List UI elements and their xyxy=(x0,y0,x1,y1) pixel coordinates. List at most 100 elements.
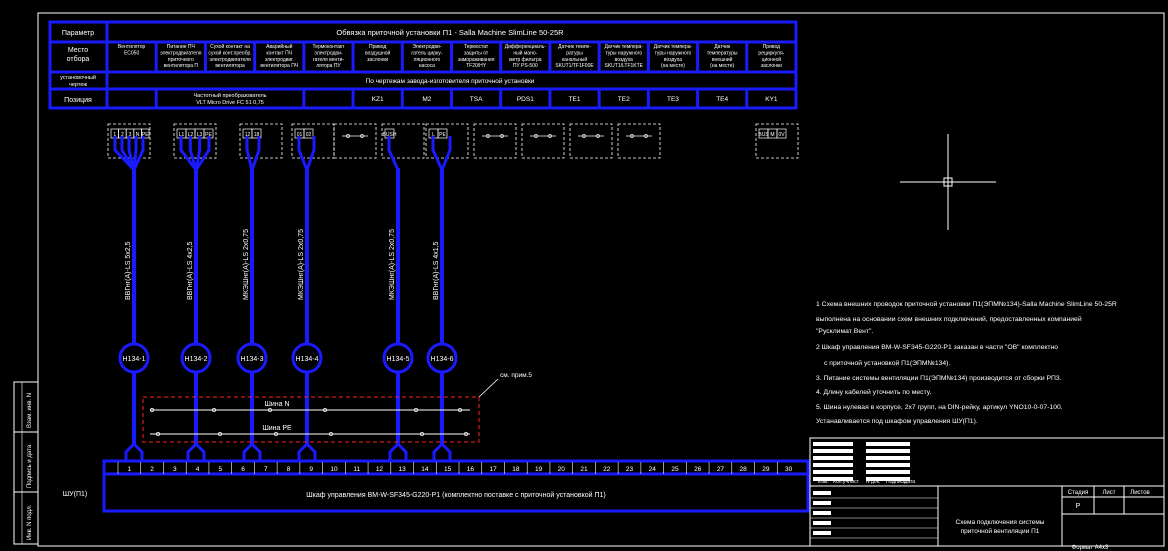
header-col-desc: Сухой контакт на xyxy=(210,43,250,50)
cable-tag: H134-1 xyxy=(123,356,146,363)
header-col-desc: Привод xyxy=(369,44,386,50)
terminal-number: 29 xyxy=(762,466,770,473)
header-col-desc: Датчик темпе- xyxy=(558,44,591,50)
terminal-number: 6 xyxy=(241,466,245,473)
terminal-number: 9 xyxy=(309,466,313,473)
format-label: Формат А4х3 xyxy=(1072,545,1109,551)
terminal-block xyxy=(107,123,151,159)
header-position-label: Позиция xyxy=(64,97,92,104)
terminal-number: 28 xyxy=(740,466,748,473)
stamp-field xyxy=(813,456,853,460)
header-position-value: TE1 xyxy=(569,96,581,103)
bus-n-label: Шина N xyxy=(264,401,289,408)
left-stamp-text-3: Взам. инв. N xyxy=(27,393,33,428)
terminal-block xyxy=(521,123,565,159)
terminal-label: PE xyxy=(205,132,212,138)
cable-wire xyxy=(179,136,198,171)
terminal-label: PE xyxy=(142,132,149,138)
header-col-desc: защиты от xyxy=(464,50,489,56)
terminal-number: 20 xyxy=(558,466,566,473)
header-col-desc: туры наружного xyxy=(655,50,692,56)
stamp-header: Кол.уч. xyxy=(833,479,849,485)
terminal-block xyxy=(173,123,217,159)
stamp-header: Подпись xyxy=(886,479,906,485)
header-col-desc: канальный xyxy=(562,56,587,63)
header-col-desc: температуры xyxy=(707,50,738,56)
stamp-field xyxy=(866,456,910,460)
terminal-number: 13 xyxy=(399,466,407,473)
panel-box xyxy=(102,472,810,513)
terminal-number: 17 xyxy=(489,466,497,473)
header-install-label-1: установочный xyxy=(60,74,96,81)
header-col-desc: ПУ PS-500 xyxy=(513,63,538,69)
note-line: 3. Питание системы вентиляции П1(ЭПМ№134… xyxy=(816,374,1062,382)
terminal-number: 16 xyxy=(467,466,475,473)
header-col-desc: контакт ПЧ xyxy=(266,50,292,56)
terminal-label: L2 xyxy=(188,132,194,138)
header-col-desc: ный мано- xyxy=(513,49,537,56)
terminal-block xyxy=(291,123,335,159)
terminal-label: N xyxy=(136,132,140,138)
cable-spec: МКЭШнг(А)-LS 2х0,75 xyxy=(389,229,396,300)
header-install-label-2: чертеж xyxy=(69,82,87,88)
header-col-desc: Питание ПЧ xyxy=(167,44,195,50)
terminal-label: BUSH xyxy=(383,132,397,138)
stamp-field xyxy=(813,477,853,481)
header-col-desc: Датчик xyxy=(714,44,731,50)
cable-wire xyxy=(242,442,262,462)
terminal-number: 2 xyxy=(150,466,154,473)
header-col-desc: воздуха xyxy=(664,57,682,63)
header-col-desc: электродвиг. xyxy=(265,57,294,63)
cable-spec: ВВГнг(А)-LS 5х2,5 xyxy=(125,241,132,300)
col-sheet-label: Лист xyxy=(1102,490,1115,496)
drawing-title-1: Схема подключения системы xyxy=(956,519,1045,526)
terminal-number: 10 xyxy=(330,466,338,473)
cable-wire xyxy=(127,136,136,171)
terminal-number: 22 xyxy=(603,466,611,473)
header-col-desc: Дифференциаль- xyxy=(505,44,546,50)
header-col-desc: SKUT1/LTF1KTE xyxy=(604,63,643,69)
stamp-field xyxy=(813,463,853,467)
note-ref: см. прим.5 xyxy=(500,372,532,379)
terminal-block xyxy=(239,123,283,159)
drawing-frame xyxy=(37,12,1165,547)
terminal-block xyxy=(617,123,661,159)
header-position-value: M2 xyxy=(422,96,431,103)
header-position-value: TE3 xyxy=(667,96,679,103)
terminal-label: 1 xyxy=(113,132,116,138)
header-col-desc: TF20/HY xyxy=(466,63,487,69)
cable-spec: МКЭШнг(А)-LS 2х0,75 xyxy=(243,229,250,300)
cable-tag: H134-3 xyxy=(241,356,264,363)
note-line: 5. Шина нулевая в корпусе, 2х7 групп, на… xyxy=(816,403,1063,411)
note-line: 1 Схема внешних проводок приточной устан… xyxy=(816,300,1117,308)
header-col-desc: рециркуля- xyxy=(758,50,784,56)
header-col-desc: туры наружного xyxy=(605,50,642,56)
cable-tag-circle xyxy=(426,342,458,374)
header-col-desc: электродвигателя xyxy=(160,50,202,56)
header-col-desc: Термостат xyxy=(464,44,489,50)
header-col-desc: приточного xyxy=(168,57,194,63)
header-col-desc: ционной xyxy=(762,56,782,63)
header-col-desc: метр фильтра xyxy=(509,57,542,63)
header-col-desc: (на месте) xyxy=(710,63,734,69)
header-col-desc: лятора ПУ xyxy=(316,63,341,69)
bus-enclosure xyxy=(142,396,480,443)
stamp-field xyxy=(813,511,831,515)
left-stamp: Инв. N подл. Подпись и дата Взам. инв. N xyxy=(13,381,39,545)
terminal-label: 2 xyxy=(121,132,124,138)
terminal-number: 12 xyxy=(376,466,384,473)
header-col-desc: вентилятора П xyxy=(164,63,199,69)
terminal-number: 5 xyxy=(218,466,222,473)
stamp-header: Лист xyxy=(848,479,860,485)
title-block: Стадия Лист Листов Р Схема подключения с… xyxy=(809,437,1165,551)
cable-tag-circle xyxy=(291,342,323,374)
header-col-desc: Датчик темпера- xyxy=(654,44,693,50)
terminal-number: 26 xyxy=(694,466,702,473)
header-position-value: VLT Micro Drive FC 51 0,75 xyxy=(196,100,264,106)
terminal-label: M xyxy=(770,132,774,138)
header-col-desc: заслонки xyxy=(367,57,388,63)
header-position-value: KZ1 xyxy=(372,96,384,103)
cable-tag: H134-4 xyxy=(296,356,319,363)
col-stage-label: Стадия xyxy=(1068,490,1088,496)
